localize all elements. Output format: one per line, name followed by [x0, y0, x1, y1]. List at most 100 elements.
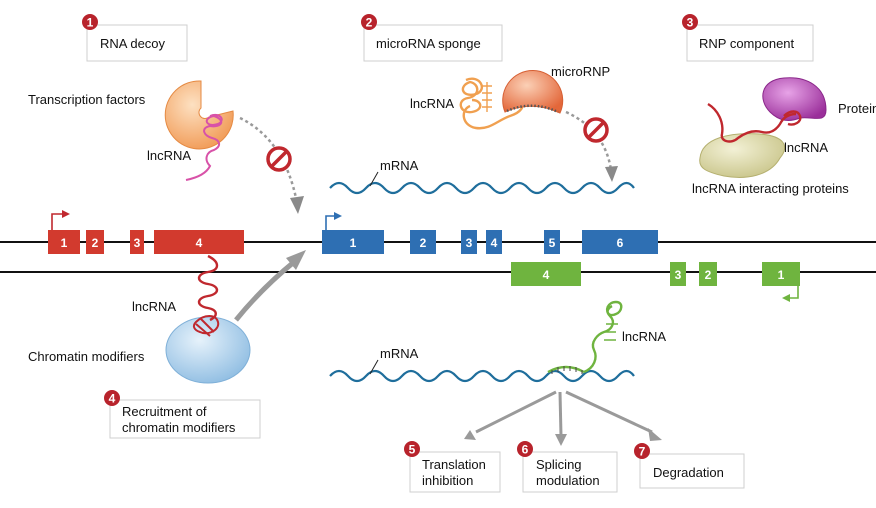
top-mrna-label: mRNA [380, 158, 419, 173]
coding-exon-1-label: 1 [350, 236, 357, 250]
chromatin-recruit-arrowhead-icon [286, 250, 306, 270]
badge-6-number: 6 [522, 443, 529, 457]
sponge-lncrna-icon [459, 77, 524, 130]
bottom-mrna-pointer [369, 359, 379, 375]
antisense-exon-1-label: 1 [778, 268, 785, 282]
badge-6-icon [517, 441, 533, 457]
mechanism-5-label-line1: Translation [422, 457, 486, 472]
coding-exon-6 [582, 230, 658, 254]
bottom-mrna-wave [329, 369, 635, 383]
arrow-translation [475, 390, 557, 434]
badge-4-number: 4 [109, 392, 116, 406]
coding-exon-5 [544, 230, 560, 254]
decoy-lncrna-label: lncRNA [147, 148, 191, 163]
badge-5-number: 5 [409, 443, 416, 457]
chromatin-lncrna-knot [192, 315, 220, 337]
antisense-tss-arrow [788, 286, 799, 299]
badge-3-number: 3 [687, 16, 694, 30]
protein-label: Protein [838, 101, 876, 116]
antisense-exon-4-label: 4 [543, 268, 550, 282]
coding-exon-3-label: 3 [466, 236, 473, 250]
badge-1-number: 1 [87, 16, 94, 30]
antisense-exon-1 [762, 262, 800, 286]
lncrna-exon-3-label: 3 [134, 236, 141, 250]
block-icon-1 [266, 146, 292, 172]
antisense-tss-arrowhead-icon [782, 294, 790, 302]
decoy-arrowhead-icon [290, 196, 304, 214]
mechanism-3: RNP component 3 [682, 14, 814, 62]
badge-7-icon [634, 443, 650, 459]
lncrna-exon-1 [48, 230, 80, 254]
protein-icon [762, 77, 827, 121]
lncrna-tss-arrow [51, 213, 64, 230]
coding-tss-arrowhead-icon [334, 212, 342, 220]
mechanism-2: microRNA sponge 2 [361, 14, 503, 62]
lncrna-gene: 1 2 3 4 [48, 210, 244, 254]
mechanism-6-label-line2: modulation [536, 473, 600, 488]
lncrna-exon-2-label: 2 [92, 236, 99, 250]
bottom-base-pairs [551, 366, 583, 374]
coding-gene: 1 2 3 4 5 6 [322, 212, 658, 254]
lncrna-tss-arrowhead-icon [62, 210, 70, 218]
sponge-lncrna-label: lncRNA [410, 96, 454, 111]
mechanism-5-label-line2: inhibition [422, 473, 473, 488]
mechanism-4-label-line1: Recruitment of [122, 404, 207, 419]
interacting-proteins-label: lncRNA interacting proteins [692, 181, 849, 196]
mechanism-1: RNA decoy 1 [82, 14, 188, 62]
rnp-lncrna-loop [783, 110, 802, 126]
lncrna-exon-3 [130, 230, 144, 254]
arrow-splicing [558, 391, 563, 437]
decoy-lncrna-icon [185, 114, 223, 181]
top-mrna-pointer [369, 171, 379, 187]
lncrna-exon-2 [86, 230, 104, 254]
bottom-mrna-label: mRNA [380, 346, 419, 361]
sponge-lncrna-stem [482, 82, 492, 112]
rnp-lncrna-label: lncRNA [784, 140, 828, 155]
chromatin-lncrna-icon [197, 254, 219, 322]
mechanism-3-label: RNP component [699, 36, 795, 51]
antisense-exon-3-label: 3 [675, 268, 682, 282]
arrow-splicing-head-icon [555, 434, 567, 446]
antisense-exon-2-label: 2 [705, 268, 712, 282]
antisense-exon-3 [670, 262, 686, 286]
arrow-degradation-head-icon [648, 428, 662, 441]
badge-5-icon [404, 441, 420, 457]
chromatin-recruit-arrow [234, 260, 296, 322]
mechanism-7: Degradation 7 [634, 443, 745, 489]
badge-4-icon [104, 390, 120, 406]
rnp-lncrna-icon [707, 102, 797, 143]
badge-3-icon [682, 14, 698, 30]
top-mrna-wave [329, 181, 635, 195]
coding-exon-3 [461, 230, 477, 254]
coding-exon-5-label: 5 [549, 236, 556, 250]
badge-2-number: 2 [366, 16, 373, 30]
antisense-exon-2 [699, 262, 717, 286]
chromatin-modifiers-label: Chromatin modifiers [28, 349, 145, 364]
badge-7-number: 7 [639, 445, 646, 459]
coding-exon-1 [322, 230, 384, 254]
mechanism-7-label: Degradation [653, 465, 724, 480]
bottom-lncrna-icon [583, 300, 623, 374]
mechanism-4-label-line2: chromatin modifiers [122, 420, 236, 435]
arrow-translation-head-icon [464, 430, 476, 440]
lncrna-exon-4 [154, 230, 244, 254]
coding-exon-6-label: 6 [617, 236, 624, 250]
transcription-factors-label: Transcription factors [28, 92, 146, 107]
bottom-lncrna-pairing [547, 365, 585, 374]
coding-exon-4 [486, 230, 502, 254]
sponge-dotted-arrow [565, 110, 613, 171]
lncrna-exon-1-label: 1 [61, 236, 68, 250]
sponge-arrowhead-icon [605, 166, 618, 182]
transcription-factor-icon [164, 80, 234, 150]
coding-exon-2-label: 2 [420, 236, 427, 250]
antisense-gene: 4 3 2 1 [511, 262, 800, 302]
antisense-exon-4 [511, 262, 581, 286]
interacting-protein-icon [699, 133, 785, 178]
bottom-lncrna-label: lncRNA [622, 329, 666, 344]
mechanism-4: Recruitment of chromatin modifiers 4 [104, 390, 261, 439]
block-icon-2 [583, 117, 609, 143]
coding-tss-arrow [325, 215, 336, 230]
chromatin-lncrna-label: lncRNA [132, 299, 176, 314]
